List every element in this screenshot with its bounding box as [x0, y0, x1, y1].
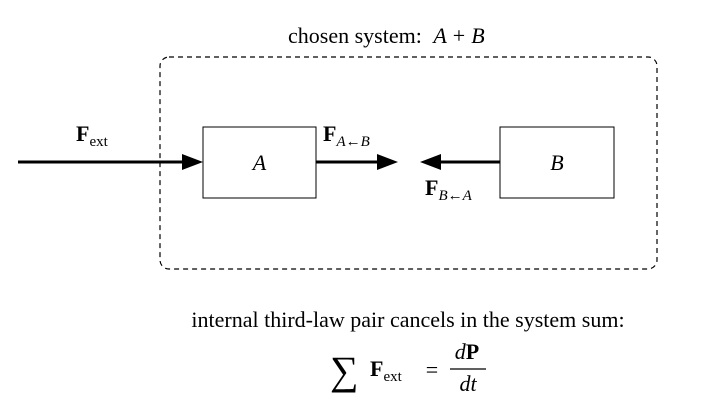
- block-b: [499, 126, 615, 199]
- fraction-numerator: dP: [455, 339, 479, 364]
- system-label: chosen system: A+B: [288, 23, 485, 48]
- fraction-denominator: dt: [459, 371, 477, 396]
- caption-text: internal third-law pair cancels in the s…: [191, 307, 624, 332]
- external-force-label: Fext: [76, 121, 109, 150]
- external-force-arrow: [18, 154, 203, 170]
- force-on-b-arrow: [420, 154, 500, 170]
- block-a-label: A: [251, 150, 267, 175]
- system-sum-equation: ∑ Fext = dP dt: [330, 339, 486, 396]
- equals-sign: =: [426, 357, 438, 382]
- sum-symbol: ∑: [330, 348, 359, 393]
- block-a: [202, 126, 317, 199]
- equation-lhs: Fext: [370, 356, 403, 385]
- force-on-a-label: FA←B: [323, 121, 370, 150]
- force-on-b-label: FB←A: [425, 175, 473, 204]
- force-on-a-arrow: [316, 154, 398, 170]
- block-b-label: B: [550, 150, 563, 175]
